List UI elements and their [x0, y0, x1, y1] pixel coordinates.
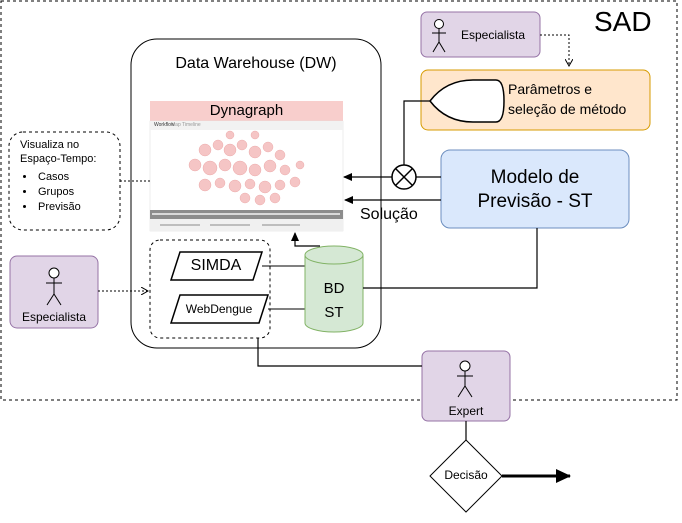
dw-to-expert-line	[257, 338, 422, 367]
params-to-merge-line	[403, 100, 430, 165]
note-list: Casos Grupos Previsão	[20, 170, 118, 215]
left-specialist-figure	[46, 267, 62, 306]
params-display-shape	[429, 79, 505, 123]
left-specialist-label: Especialista	[21, 310, 87, 324]
dynagraph-tab-workflow: Workflow	[154, 122, 175, 128]
simda-label: SIMDA	[190, 257, 242, 274]
dynagraph-map-blobs	[188, 130, 305, 206]
dynagraph-tab-map: Map	[171, 122, 181, 128]
db-to-dynagraph-arrow	[291, 232, 320, 247]
model-label-line2: Previsão - ST	[477, 191, 593, 212]
webdengue-label: WebDengue	[185, 302, 253, 316]
dynagraph-screenshot	[149, 101, 344, 232]
merge-cross-node	[391, 164, 417, 190]
params-label-line2: seleção de método	[508, 101, 627, 117]
visualization-note: Visualiza no Espaço-Tempo: Casos Grupos …	[20, 138, 118, 215]
top-specialist-figure	[432, 19, 446, 53]
model-label-line1: Modelo de	[490, 167, 580, 188]
decision-diamond	[429, 439, 503, 513]
note-item-previsao: Previsão	[36, 200, 118, 215]
dynagraph-title: Dynagraph	[209, 102, 284, 119]
webdengue-shape	[169, 294, 270, 324]
dw-title: Data Warehouse (DW)	[175, 55, 337, 72]
note-heading-line2: Espaço-Tempo:	[20, 153, 97, 165]
model-to-db-line	[363, 228, 538, 289]
decision-label: Decisão	[444, 468, 488, 482]
sad-title: SAD	[594, 6, 652, 37]
specialist-to-params-arrow	[540, 34, 569, 66]
expert-figure	[457, 360, 473, 398]
model-label: Modelo de Previsão - ST	[441, 166, 629, 214]
note-item-grupos: Grupos	[36, 185, 118, 200]
params-label-line1: Parâmetros e	[508, 81, 593, 97]
dynagraph-tab-timeline: Timeline	[182, 122, 201, 128]
simda-shape	[169, 251, 264, 281]
top-specialist-label: Especialista	[461, 28, 526, 42]
expert-label: Expert	[448, 404, 484, 418]
note-item-casos: Casos	[36, 170, 118, 185]
database-label-line2: ST	[324, 304, 344, 321]
params-label: Parâmetros e seleção de método	[504, 79, 646, 119]
sad-boundary	[0, 0, 678, 401]
database-label-line1: BD	[323, 280, 345, 297]
note-heading-line1: Visualiza no	[20, 139, 80, 151]
database-cylinder	[304, 245, 364, 333]
model-box	[440, 149, 630, 229]
solution-label: Solução	[360, 206, 418, 223]
